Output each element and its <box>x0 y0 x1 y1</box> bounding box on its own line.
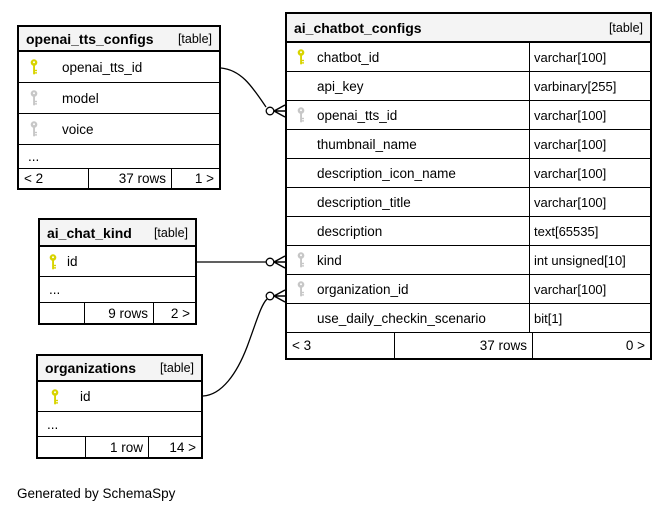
column-name: voice <box>62 121 94 137</box>
column-row: kind int unsigned[10] <box>287 246 650 275</box>
column-row: model <box>19 83 219 114</box>
column-row: description_icon_name varchar[100] <box>287 159 650 188</box>
column-name: kind <box>317 252 342 268</box>
column-row: voice <box>19 114 219 145</box>
column-name: thumbnail_name <box>317 136 417 152</box>
foreign-key-icon <box>287 281 317 297</box>
hidden-right-count: 14 > <box>169 439 196 455</box>
table-header[interactable]: ai_chatbot_configs [table] <box>287 14 650 43</box>
column-name: openai_tts_id <box>317 107 398 123</box>
table-ai-chat-kind: ai_chat_kind [table] id ... 9 rows 2 > <box>38 218 197 325</box>
column-row: id <box>40 247 195 277</box>
column-name: chatbot_id <box>317 49 380 65</box>
row-count: 37 rows <box>89 169 172 188</box>
hidden-right-count: 1 > <box>194 171 214 186</box>
table-name[interactable]: organizations <box>45 360 137 376</box>
table-tag: [table] <box>608 20 643 35</box>
foreign-key-icon <box>287 252 317 268</box>
column-type: varbinary[255] <box>529 72 650 100</box>
column-type: varchar[100] <box>529 101 650 129</box>
hidden-right-count: 0 > <box>625 338 645 353</box>
fk-organization-connector <box>202 289 286 397</box>
column-type: int unsigned[10] <box>529 246 650 274</box>
column-row: openai_tts_id <box>19 52 219 83</box>
hidden-left-count <box>40 303 85 323</box>
table-name[interactable]: ai_chatbot_configs <box>294 19 422 36</box>
column-row: id <box>38 382 201 412</box>
column-name: id <box>80 389 91 404</box>
hidden-columns-ellipsis: ... <box>38 412 201 437</box>
table-openai-tts-configs: openai_tts_configs [table] openai_tts_id… <box>17 25 221 190</box>
column-name: api_key <box>317 78 364 94</box>
table-footer: < 2 37 rows 1 > <box>19 169 219 188</box>
hidden-left-count: < 3 <box>287 333 395 358</box>
column-type: varchar[100] <box>529 188 650 216</box>
column-name: openai_tts_id <box>62 59 143 75</box>
column-row: organization_id varchar[100] <box>287 275 650 304</box>
column-name: description_icon_name <box>317 165 456 181</box>
primary-key-icon <box>40 253 67 270</box>
column-type: text[65535] <box>529 217 650 245</box>
column-row: api_key varbinary[255] <box>287 72 650 101</box>
primary-key-icon <box>19 59 62 75</box>
fk-openai-tts-connector <box>220 67 286 118</box>
column-row: chatbot_id varchar[100] <box>287 43 650 72</box>
hidden-columns-ellipsis: ... <box>19 145 219 169</box>
table-header[interactable]: openai_tts_configs [table] <box>19 27 219 52</box>
column-name: id <box>67 254 78 269</box>
column-type: varchar[100] <box>529 159 650 187</box>
column-name: description <box>317 223 383 239</box>
column-type: varchar[100] <box>529 275 650 303</box>
row-count: 1 row <box>86 437 149 457</box>
hidden-right-count: 2 > <box>170 305 190 321</box>
column-row: openai_tts_id varchar[100] <box>287 101 650 130</box>
table-name[interactable]: ai_chat_kind <box>47 224 132 241</box>
table-footer: 1 row 14 > <box>38 437 201 457</box>
table-name[interactable]: openai_tts_configs <box>26 30 154 47</box>
column-row: description text[65535] <box>287 217 650 246</box>
table-tag: [table] <box>177 31 212 46</box>
table-footer: < 3 37 rows 0 > <box>287 333 650 358</box>
table-tag: [table] <box>153 225 188 240</box>
table-organizations: organizations [table] id ... 1 row 14 > <box>36 354 203 459</box>
hidden-columns-ellipsis: ... <box>40 277 195 303</box>
fk-kind-connector <box>197 255 286 269</box>
primary-key-icon <box>38 388 80 405</box>
column-name: description_title <box>317 194 411 210</box>
column-row: use_daily_checkin_scenario bit[1] <box>287 304 650 333</box>
column-name: model <box>62 90 99 106</box>
column-name: use_daily_checkin_scenario <box>317 310 486 326</box>
foreign-key-icon <box>287 107 317 123</box>
table-header[interactable]: ai_chat_kind [table] <box>40 220 195 247</box>
column-type: varchar[100] <box>529 130 650 158</box>
column-row: thumbnail_name varchar[100] <box>287 130 650 159</box>
generator-note: Generated by SchemaSpy <box>17 486 176 501</box>
row-count: 37 rows <box>395 333 533 358</box>
column-type: bit[1] <box>529 304 650 332</box>
column-row: description_title varchar[100] <box>287 188 650 217</box>
table-footer: 9 rows 2 > <box>40 303 195 323</box>
column-name: organization_id <box>317 281 409 297</box>
table-tag: [table] <box>159 361 194 375</box>
hidden-left-count: < 2 <box>19 169 89 188</box>
foreign-key-icon <box>19 90 62 106</box>
foreign-key-icon <box>19 121 62 137</box>
row-count: 9 rows <box>85 303 154 323</box>
primary-key-icon <box>287 49 317 65</box>
table-header[interactable]: organizations [table] <box>38 356 201 382</box>
column-type: varchar[100] <box>529 43 650 71</box>
table-ai-chatbot-configs: ai_chatbot_configs [table] chatbot_id va… <box>285 12 652 360</box>
hidden-left-count <box>38 437 86 457</box>
